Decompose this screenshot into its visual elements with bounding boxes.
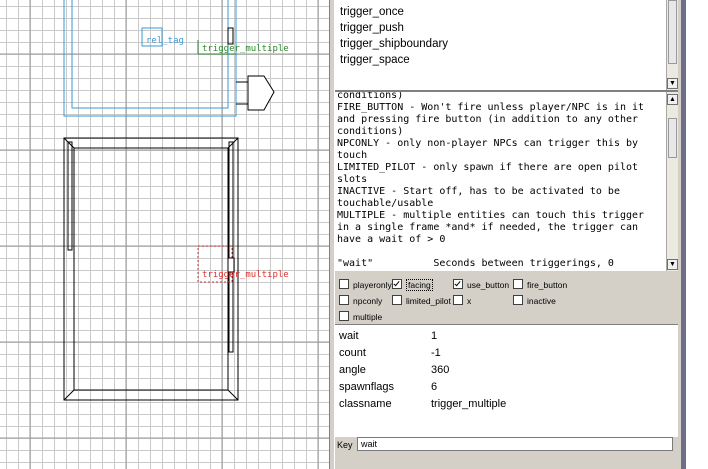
- help-line: LIMITED_PILOT - only spawn if there are …: [337, 162, 639, 173]
- scroll-down-icon[interactable]: ▼: [667, 259, 678, 270]
- flag-use-button[interactable]: use_button: [453, 279, 509, 290]
- flag-fire-button[interactable]: fire_button: [513, 279, 567, 290]
- help-line: conditions): [337, 126, 404, 137]
- top-trigger-brush[interactable]: [197, 27, 236, 55]
- rel-tag-box[interactable]: [141, 27, 163, 47]
- class-list[interactable]: trigger_once trigger_push trigger_shipbo…: [335, 0, 678, 91]
- black-brush-frame[interactable]: [63, 137, 239, 401]
- spawnflags-group: playeronly facing use_button fire_button…: [335, 274, 681, 324]
- class-list-scroll-thumb[interactable]: [668, 0, 677, 64]
- class-list-item[interactable]: trigger_push: [340, 22, 404, 34]
- class-list-item[interactable]: trigger_space: [340, 54, 410, 66]
- checkbox[interactable]: [392, 279, 402, 289]
- key-edit-row: Key: [335, 436, 681, 469]
- checkbox[interactable]: [453, 295, 463, 305]
- help-line: conditions): [337, 91, 404, 101]
- help-line: NPCONLY - only non-player NPCs can trigg…: [337, 138, 639, 149]
- keyvalue-value[interactable]: 1: [431, 330, 438, 342]
- flag-x[interactable]: x: [453, 295, 471, 306]
- scroll-down-icon[interactable]: ▼: [667, 78, 678, 89]
- flag-playeronly[interactable]: playeronly: [339, 279, 392, 290]
- flag-label: limited_pilot: [406, 296, 451, 306]
- class-list-item[interactable]: trigger_shipboundary: [340, 38, 449, 50]
- window-border: [681, 0, 686, 469]
- help-line: touch: [337, 150, 368, 161]
- map-viewport-2d[interactable]: rel_tag trigger_multiple trigger_multipl…: [0, 0, 329, 469]
- rel-tag-label: rel_tag: [146, 36, 184, 46]
- window-edge: [681, 0, 708, 469]
- flag-label: use_button: [467, 280, 510, 290]
- checkbox[interactable]: [392, 295, 402, 305]
- help-scrollbar[interactable]: ▲ ▼: [666, 92, 678, 271]
- checkbox[interactable]: [339, 311, 349, 321]
- keyvalue-key[interactable]: wait: [339, 330, 359, 342]
- help-line: touchable/usable: [337, 198, 434, 209]
- flag-label: npconly: [353, 296, 383, 306]
- cyan-brush[interactable]: [63, 0, 275, 117]
- key-label: Key: [337, 440, 353, 450]
- map-geometry[interactable]: [0, 0, 329, 469]
- keyvalue-key[interactable]: angle: [339, 364, 366, 376]
- keyvalue-value[interactable]: 360: [431, 364, 450, 376]
- class-list-item[interactable]: trigger_once: [340, 6, 404, 18]
- help-line: FIRE_BUTTON - Won't fire unless player/N…: [337, 102, 645, 113]
- checkbox[interactable]: [339, 279, 349, 289]
- class-list-scrollbar[interactable]: ▼: [666, 0, 678, 90]
- checkbox[interactable]: [513, 295, 523, 305]
- help-text-box[interactable]: conditions) FIRE_BUTTON - Won't fire unl…: [335, 91, 678, 271]
- major-grid: [0, 0, 329, 469]
- selected-trigger-brush[interactable]: [197, 245, 235, 283]
- flag-npconly[interactable]: npconly: [339, 295, 382, 306]
- flag-label: facing: [406, 279, 433, 291]
- top-trigger-label: trigger_multiple: [202, 44, 289, 54]
- keyvalue-key[interactable]: count: [339, 347, 366, 359]
- flag-label: fire_button: [527, 280, 568, 290]
- viewport-splitter[interactable]: [329, 0, 335, 469]
- flag-facing[interactable]: facing: [392, 279, 433, 291]
- scroll-up-icon[interactable]: ▲: [667, 94, 678, 105]
- help-line: have a wait of > 0: [337, 234, 446, 245]
- entity-properties-panel: trigger_once trigger_push trigger_shipbo…: [335, 0, 681, 469]
- checkbox[interactable]: [339, 295, 349, 305]
- help-line: INACTIVE - Start off, has to be activate…: [337, 186, 620, 197]
- keyvalue-key[interactable]: spawnflags: [339, 381, 395, 393]
- help-scroll-thumb[interactable]: [668, 118, 677, 158]
- flag-label: multiple: [353, 312, 383, 322]
- keyvalues-list[interactable]: wait 1 count -1 angle 360 spawnflags 6 c…: [335, 324, 678, 437]
- checkbox[interactable]: [513, 279, 523, 289]
- keyvalue-value[interactable]: -1: [431, 347, 441, 359]
- selected-trigger-label: trigger_multiple: [202, 270, 289, 280]
- help-line: slots: [337, 174, 368, 185]
- flag-label: playeronly: [353, 280, 392, 290]
- flag-label: x: [467, 296, 472, 306]
- keyvalue-key[interactable]: classname: [339, 398, 392, 410]
- keyvalue-value[interactable]: 6: [431, 381, 438, 393]
- flag-multiple[interactable]: multiple: [339, 311, 382, 322]
- keyvalue-value[interactable]: trigger_multiple: [431, 398, 507, 410]
- flag-limited-pilot[interactable]: limited_pilot: [392, 295, 451, 306]
- help-line: "wait" Seconds between triggerings, 0: [337, 258, 614, 269]
- checkbox[interactable]: [453, 279, 463, 289]
- help-line: and pressing fire button (in addition to…: [337, 114, 639, 125]
- key-input[interactable]: [357, 437, 673, 451]
- help-line: MULTIPLE - multiple entities can touch t…: [337, 210, 645, 221]
- help-line: in a single frame *and* if needed, the t…: [337, 222, 639, 233]
- flag-inactive[interactable]: inactive: [513, 295, 556, 306]
- flag-label: inactive: [527, 296, 556, 306]
